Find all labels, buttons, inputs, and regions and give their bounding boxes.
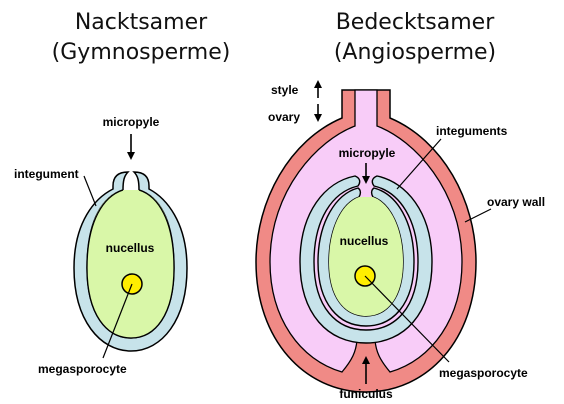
angio-megasporocyte-label: megasporocyte [439, 366, 528, 380]
ovary-label: ovary [268, 110, 300, 124]
gymnosperm-ovule: micropyle integument nucellus megasporoc… [14, 115, 187, 376]
angio-micropyle-label: micropyle [339, 146, 396, 160]
angio-nucellus [329, 197, 403, 316]
gymno-integument-label: integument [14, 167, 79, 181]
gymno-megasporocyte-label: megasporocyte [38, 362, 127, 376]
ovary-wall-label: ovary wall [487, 195, 545, 209]
gymno-micropyle-label: micropyle [103, 115, 160, 129]
style-label: style [271, 83, 299, 97]
angiosperm-ovule: style ovary micropyle integuments ovary … [256, 82, 545, 401]
funiculus-label: funiculus [339, 387, 393, 401]
gymno-integument-pointer [84, 176, 96, 206]
angio-nucellus-label: nucellus [340, 234, 389, 248]
gymno-nucellus-label: nucellus [106, 241, 155, 255]
integuments-label: integuments [436, 124, 508, 138]
gymno-nucellus [87, 190, 174, 338]
